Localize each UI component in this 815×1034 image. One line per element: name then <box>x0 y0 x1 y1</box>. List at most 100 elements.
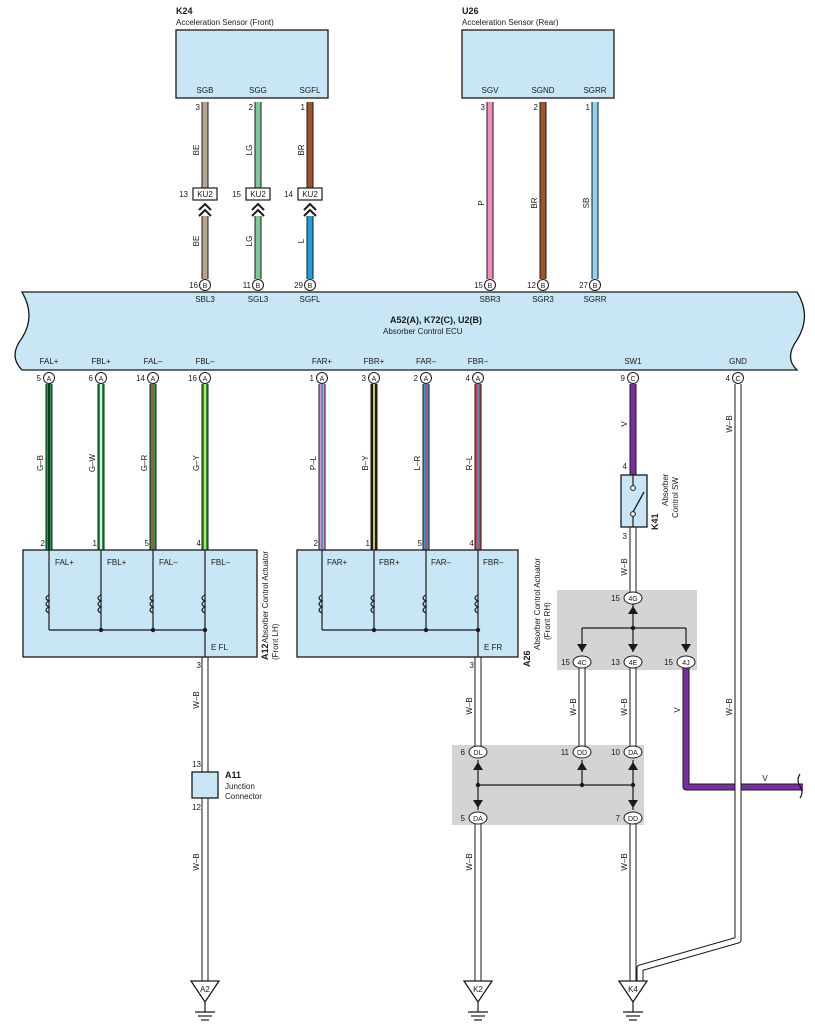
a26-name: Absorber Control Actuator <box>533 558 542 650</box>
k41-switch: 4 3 <box>620 462 648 541</box>
svg-text:FAR+: FAR+ <box>327 558 348 567</box>
svg-text:FAL–: FAL– <box>144 357 163 366</box>
a12-id: A12 <box>260 643 270 660</box>
svg-text:9: 9 <box>621 374 626 383</box>
wire-w-b <box>636 384 742 981</box>
ecu-id: A52(A), K72(C), U2(B) <box>390 315 482 325</box>
svg-text:P: P <box>477 200 486 205</box>
svg-text:FAL+: FAL+ <box>55 558 74 567</box>
svg-text:W–B: W–B <box>465 697 474 714</box>
svg-text:DL: DL <box>474 750 483 757</box>
svg-text:4: 4 <box>623 462 628 471</box>
svg-text:B: B <box>203 283 208 290</box>
svg-text:W–B: W–B <box>192 853 201 870</box>
svg-text:SBR3: SBR3 <box>480 295 501 304</box>
a12-pins: 2 1 5 4 FAL+ FBL+ FAL– FBL– E FL 3 <box>41 539 231 670</box>
svg-text:FBL–: FBL– <box>195 357 215 366</box>
svg-text:13: 13 <box>179 190 188 199</box>
svg-text:FBR+: FBR+ <box>379 558 400 567</box>
svg-text:15: 15 <box>232 190 241 199</box>
svg-text:BE: BE <box>192 236 201 247</box>
svg-text:BR: BR <box>297 144 306 155</box>
svg-text:A: A <box>203 376 208 383</box>
svg-text:3: 3 <box>362 374 367 383</box>
svg-text:12: 12 <box>192 803 201 812</box>
svg-text:A11: A11 <box>225 770 241 780</box>
svg-text:14: 14 <box>284 190 293 199</box>
svg-text:10: 10 <box>611 748 620 757</box>
a26-sub: (Front RH) <box>543 602 552 640</box>
svg-text:1: 1 <box>310 374 315 383</box>
ku2-connector: 13 KU2 <box>179 187 218 217</box>
a26-id: A26 <box>522 650 532 667</box>
svg-text:FAR+: FAR+ <box>312 357 333 366</box>
svg-text:Connector: Connector <box>225 792 262 801</box>
svg-text:B: B <box>256 283 261 290</box>
k24-pin-num: 2 <box>249 103 254 112</box>
svg-text:DA: DA <box>473 816 483 823</box>
svg-text:6: 6 <box>89 374 94 383</box>
svg-text:FAR–: FAR– <box>416 357 437 366</box>
svg-text:GND: GND <box>729 357 747 366</box>
svg-text:27: 27 <box>579 281 588 290</box>
svg-text:W–B: W–B <box>569 698 578 715</box>
svg-text:5: 5 <box>461 814 466 823</box>
u26-name: Acceleration Sensor (Rear) <box>462 18 559 27</box>
svg-text:DD: DD <box>577 750 587 757</box>
svg-text:4G: 4G <box>628 596 637 603</box>
svg-text:A: A <box>476 376 481 383</box>
k24-name: Acceleration Sensor (Front) <box>176 18 274 27</box>
ground-symbol-a2: A2 <box>189 980 221 1021</box>
svg-text:SB: SB <box>582 198 591 209</box>
svg-text:W–B: W–B <box>192 691 201 708</box>
svg-text:A: A <box>47 376 52 383</box>
svg-text:A: A <box>99 376 104 383</box>
u26-id: U26 <box>462 6 479 16</box>
svg-text:W–B: W–B <box>620 558 629 575</box>
k24-pin-label: SGB <box>197 86 214 95</box>
svg-text:2: 2 <box>414 374 419 383</box>
svg-text:1: 1 <box>366 539 371 548</box>
k24-id: K24 <box>176 6 193 16</box>
svg-text:14: 14 <box>136 374 145 383</box>
svg-text:3: 3 <box>470 661 475 670</box>
ecu-bottom-pins: FAL+ 5 A FBL+ 6 A FAL– 14 A FBL– 16 A FA… <box>37 357 747 384</box>
svg-text:C: C <box>735 376 740 383</box>
svg-text:Junction: Junction <box>225 782 255 791</box>
svg-text:W–B: W–B <box>620 853 629 870</box>
svg-text:13: 13 <box>611 658 620 667</box>
svg-text:E FL: E FL <box>211 643 228 652</box>
svg-text:A: A <box>151 376 156 383</box>
svg-text:3: 3 <box>623 532 628 541</box>
svg-text:5: 5 <box>145 539 150 548</box>
svg-text:KU2: KU2 <box>250 190 266 199</box>
a26-box <box>296 549 519 658</box>
svg-text:FBR+: FBR+ <box>364 357 385 366</box>
svg-text:7: 7 <box>616 814 621 823</box>
svg-text:5: 5 <box>37 374 42 383</box>
svg-text:A: A <box>372 376 377 383</box>
svg-text:L–R: L–R <box>413 455 422 470</box>
a26-pins: 2 1 5 4 FAR+ FBR+ FAR– FBR– E FR 3 <box>314 539 504 670</box>
svg-text:C: C <box>630 376 635 383</box>
a26-internal <box>318 550 481 657</box>
u26-pin-num: 2 <box>534 103 539 112</box>
svg-text:A: A <box>424 376 429 383</box>
svg-text:4: 4 <box>726 374 731 383</box>
svg-text:12: 12 <box>527 281 536 290</box>
svg-text:15: 15 <box>561 658 570 667</box>
svg-text:SGFL: SGFL <box>300 295 321 304</box>
svg-text:FBL+: FBL+ <box>107 558 127 567</box>
k24-pin-num: 3 <box>196 103 201 112</box>
svg-text:B–Y: B–Y <box>361 455 370 471</box>
svg-text:G–B: G–B <box>36 455 45 471</box>
svg-text:29: 29 <box>294 281 303 290</box>
u26-box <box>461 29 615 99</box>
svg-text:KU2: KU2 <box>302 190 318 199</box>
wire-layer <box>45 102 803 981</box>
svg-text:A: A <box>320 376 325 383</box>
svg-text:4: 4 <box>470 539 475 548</box>
svg-text:K2: K2 <box>473 985 483 994</box>
svg-text:V: V <box>762 774 768 783</box>
svg-text:FBR–: FBR– <box>483 558 504 567</box>
